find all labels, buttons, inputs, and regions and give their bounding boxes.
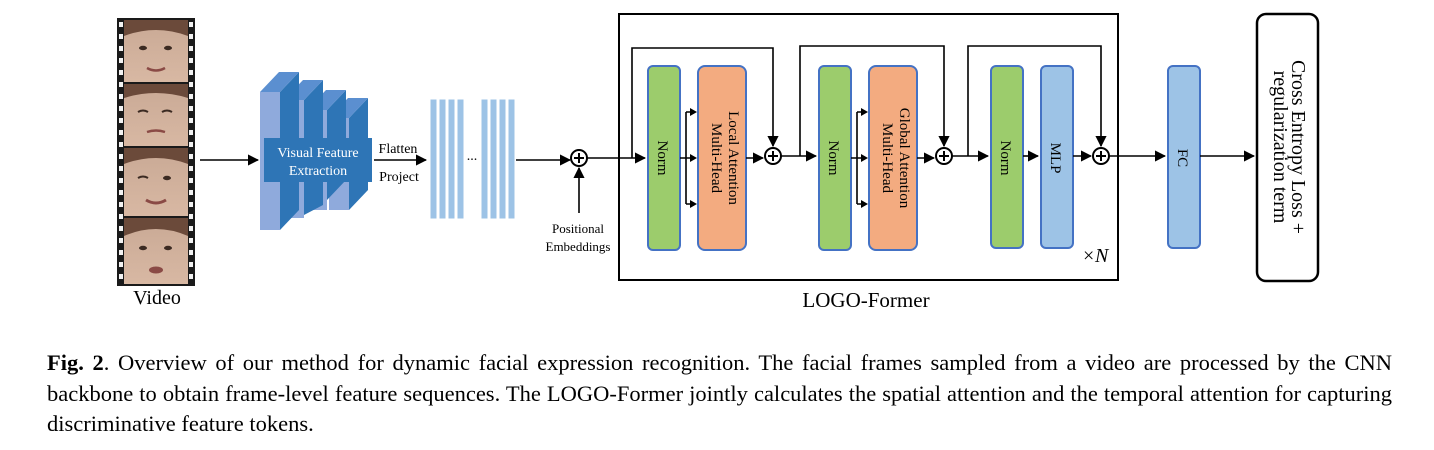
norm-label-3: Norm [997, 141, 1013, 176]
repeat-times-symbol: × [1083, 245, 1094, 267]
positional-embeddings-line2: Embeddings [546, 239, 611, 254]
method-overview-diagram: Video Visual Feature Extraction Flatten … [117, 12, 1320, 312]
residual-add-node-2 [935, 147, 953, 165]
video-film-strip [117, 18, 195, 286]
caption-text: . Overview of our method for dynamic fac… [47, 350, 1393, 436]
logo-former-title: LOGO-Former [802, 288, 929, 312]
mlp-box [1040, 65, 1074, 249]
film-perforations-right [189, 22, 193, 279]
local-attention-block: Norm Multi-Head Local Attention [631, 47, 782, 251]
fc-box [1167, 65, 1201, 249]
mlp-label: MLP [1047, 143, 1063, 174]
feature-token-sequence [430, 99, 515, 219]
loss-box [1255, 12, 1320, 283]
video-frame-3 [124, 148, 188, 216]
loss-label-line1: Cross Entropy Loss + [1287, 60, 1309, 234]
local-attention-label-line2: Local Attention [725, 111, 741, 205]
video-frame-2 [124, 84, 188, 146]
token [508, 99, 515, 219]
token [481, 99, 488, 219]
residual-add-node-1 [764, 147, 782, 165]
global-attention-block: Norm Multi-Head Global Attention [799, 45, 953, 251]
figure-caption: Fig. 2. Overview of our method for dynam… [47, 348, 1392, 440]
visual-feature-label-line2: Extraction [289, 164, 347, 179]
loss-label-line2: regularization term [1269, 71, 1291, 224]
global-attention-label-line1: Multi-Head [879, 123, 895, 193]
project-label: Project [379, 170, 419, 185]
token [499, 99, 506, 219]
film-perforations-left [119, 22, 123, 279]
video-frame-4 [124, 218, 188, 284]
fc-label: FC [1174, 149, 1190, 167]
visual-feature-label-line1: Visual Feature [277, 146, 358, 161]
cnn-backbone-stack: Visual Feature Extraction [260, 72, 372, 230]
residual-add-node-3 [1092, 147, 1110, 165]
norm-label-1: Norm [654, 141, 670, 176]
add-positional-embedding-node [570, 149, 588, 167]
local-attention-label-line1: Multi-Head [708, 123, 724, 193]
mlp-block: Norm MLP [967, 45, 1110, 249]
token [448, 99, 455, 219]
norm-label-2: Norm [825, 141, 841, 176]
video-frame-1 [124, 20, 188, 82]
flatten-label: Flatten [379, 142, 418, 157]
token [430, 99, 437, 219]
token [457, 99, 464, 219]
figure-label: Fig. 2 [47, 350, 104, 375]
global-attention-label-line2: Global Attention [896, 108, 912, 209]
norm-box-3 [990, 65, 1024, 249]
token-ellipsis: ... [467, 149, 478, 164]
video-label: Video [133, 287, 181, 309]
positional-embeddings-line1: Positional [552, 221, 604, 236]
repeat-times-label: N [1094, 245, 1110, 267]
token [439, 99, 446, 219]
logo-former-box [618, 13, 1119, 281]
visual-feature-extraction-box [264, 138, 372, 182]
token [490, 99, 497, 219]
